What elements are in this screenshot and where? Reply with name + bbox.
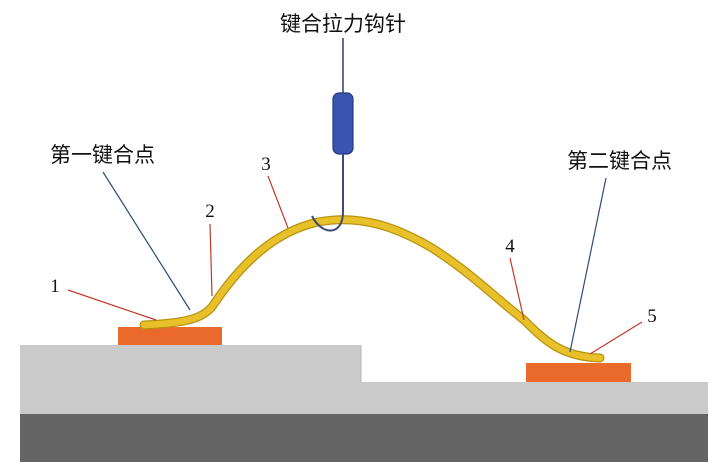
callout-4: 4 bbox=[505, 236, 515, 257]
leader-second-bond bbox=[569, 177, 607, 353]
callout-1: 1 bbox=[50, 276, 60, 297]
leader-5 bbox=[589, 321, 643, 355]
leader-2 bbox=[209, 223, 213, 297]
leader-3 bbox=[267, 175, 289, 229]
second-bond-pad bbox=[526, 363, 631, 382]
hook-handle bbox=[332, 92, 354, 155]
callout-2: 2 bbox=[205, 201, 215, 222]
leader-1 bbox=[67, 289, 157, 321]
base-plate bbox=[20, 414, 708, 462]
bond-wire bbox=[140, 216, 604, 362]
first-bond-pad bbox=[118, 327, 222, 345]
callout-5: 5 bbox=[647, 306, 657, 327]
hook-title: 键合拉力钩针 bbox=[280, 12, 406, 36]
callout-3: 3 bbox=[261, 154, 271, 175]
leader-first-bond bbox=[102, 171, 191, 311]
second-bond-label: 第二键合点 bbox=[567, 149, 672, 173]
substrate bbox=[20, 345, 708, 414]
first-bond-label: 第一键合点 bbox=[50, 143, 155, 167]
hook-wire-icon bbox=[311, 154, 344, 232]
leader-4 bbox=[509, 257, 525, 321]
